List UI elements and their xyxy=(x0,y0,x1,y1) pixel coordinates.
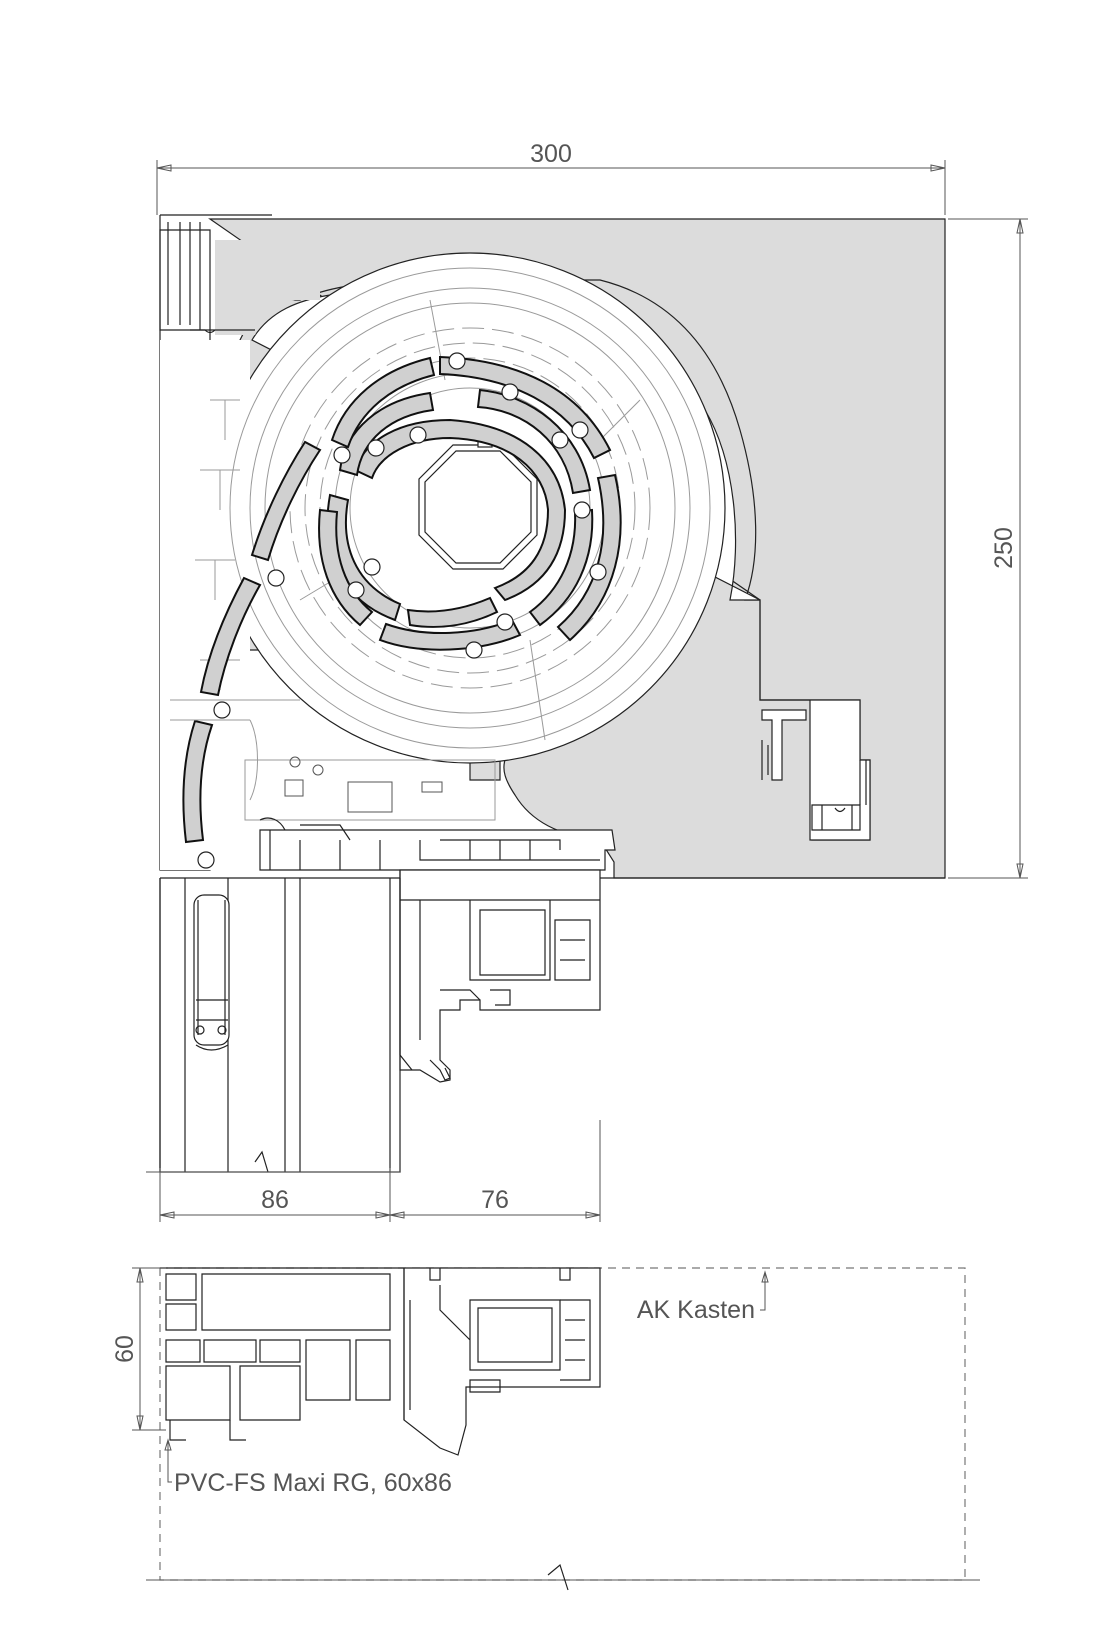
dimension-label-60: 60 xyxy=(111,1335,139,1363)
dimension-label-250: 250 xyxy=(990,527,1018,569)
dimension-label-300: 300 xyxy=(530,140,572,168)
label-profile-text: PVC-FS Maxi RG, 60x86 xyxy=(174,1469,452,1497)
dimension-60: 60 xyxy=(111,1267,166,1431)
section-profile xyxy=(146,1267,980,1591)
label-ak-kasten: AK Kasten xyxy=(637,1270,769,1324)
dimension-height-250: 250 xyxy=(948,218,1028,879)
window-sash-profile xyxy=(159,878,401,1173)
label-ak-kasten-text: AK Kasten xyxy=(637,1296,755,1324)
window-frame-profile xyxy=(399,869,601,1083)
dimension-label-86: 86 xyxy=(261,1186,289,1214)
rolled-slats xyxy=(182,352,622,869)
label-profile: PVC-FS Maxi RG, 60x86 xyxy=(164,1438,452,1497)
guide-rail-profile xyxy=(761,709,867,831)
dimension-width-300: 300 xyxy=(156,140,946,215)
dimension-label-76: 76 xyxy=(481,1186,509,1214)
dimension-86-76: 86 76 xyxy=(146,1120,601,1222)
window-sash-top xyxy=(170,699,616,871)
